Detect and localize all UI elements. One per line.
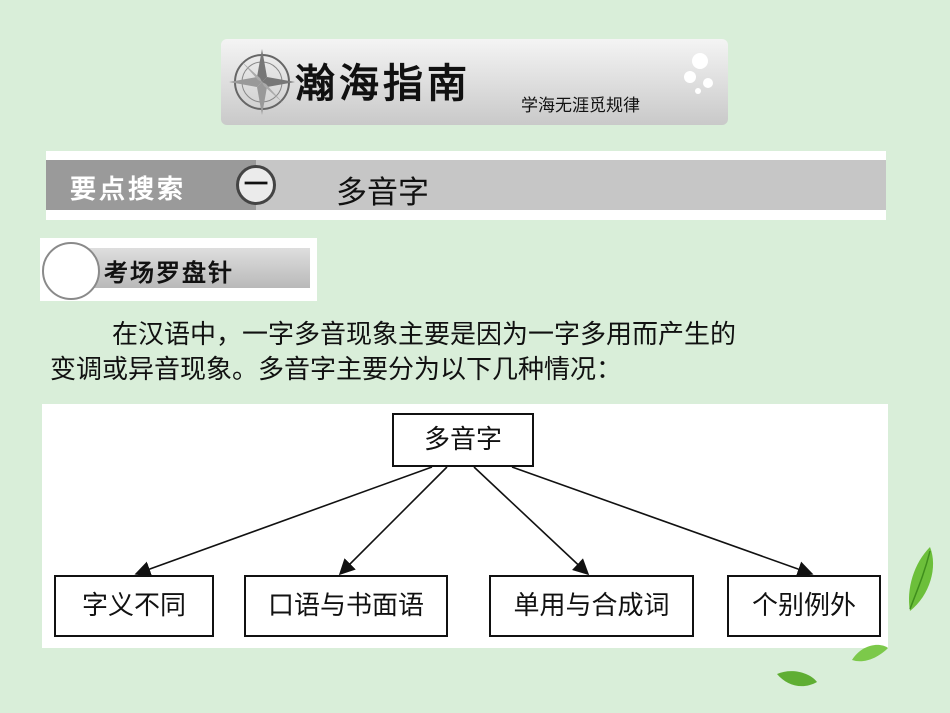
leaf-decoration	[777, 671, 817, 687]
arrow-to-child-1	[134, 466, 433, 577]
intro-paragraph: 在汉语中，一字多音现象主要是因为一字多用而产生的 变调或异音现象。多音字主要分为…	[50, 318, 910, 388]
bubbles-decoration	[684, 53, 713, 94]
section-heading: 多音字	[336, 175, 429, 211]
section-number: 一	[236, 165, 276, 205]
arrow-to-child-2	[338, 466, 448, 576]
compass-icon	[229, 49, 295, 115]
badge-circle	[42, 242, 100, 300]
diagram-child-node: 单用与合成词	[489, 575, 694, 637]
exam-compass-badge: 考场罗盘针	[40, 238, 317, 301]
section-tag-label: 要点搜索	[70, 175, 187, 205]
banner-subtitle: 学海无涯觅规律	[521, 96, 640, 116]
polyphone-diagram: 多音字 字义不同 口语与书面语 单用与合成词 个别例外	[42, 404, 888, 648]
banner-title: 瀚海指南	[295, 61, 471, 107]
badge-strip	[70, 248, 310, 288]
diagram-child-node: 口语与书面语	[244, 575, 448, 637]
arrow-to-child-3	[473, 466, 590, 576]
banner: 瀚海指南 学海无涯觅规律	[221, 39, 728, 125]
arrow-to-child-4	[511, 466, 814, 577]
diagram-child-node: 个别例外	[727, 575, 881, 637]
paragraph-line-1: 在汉语中，一字多音现象主要是因为一字多用而产生的	[112, 320, 737, 350]
paragraph-line-2: 变调或异音现象。多音字主要分为以下几种情况：	[50, 355, 623, 385]
badge-label: 考场罗盘针	[104, 259, 234, 287]
leaf-decoration	[908, 547, 934, 611]
diagram-child-node: 字义不同	[54, 575, 214, 637]
diagram-arrows	[134, 466, 814, 577]
section-tag	[46, 160, 256, 210]
diagram-root-node: 多音字	[392, 413, 534, 467]
section-header: 要点搜索 一 多音字	[46, 151, 886, 220]
leaf-decoration	[852, 644, 888, 662]
